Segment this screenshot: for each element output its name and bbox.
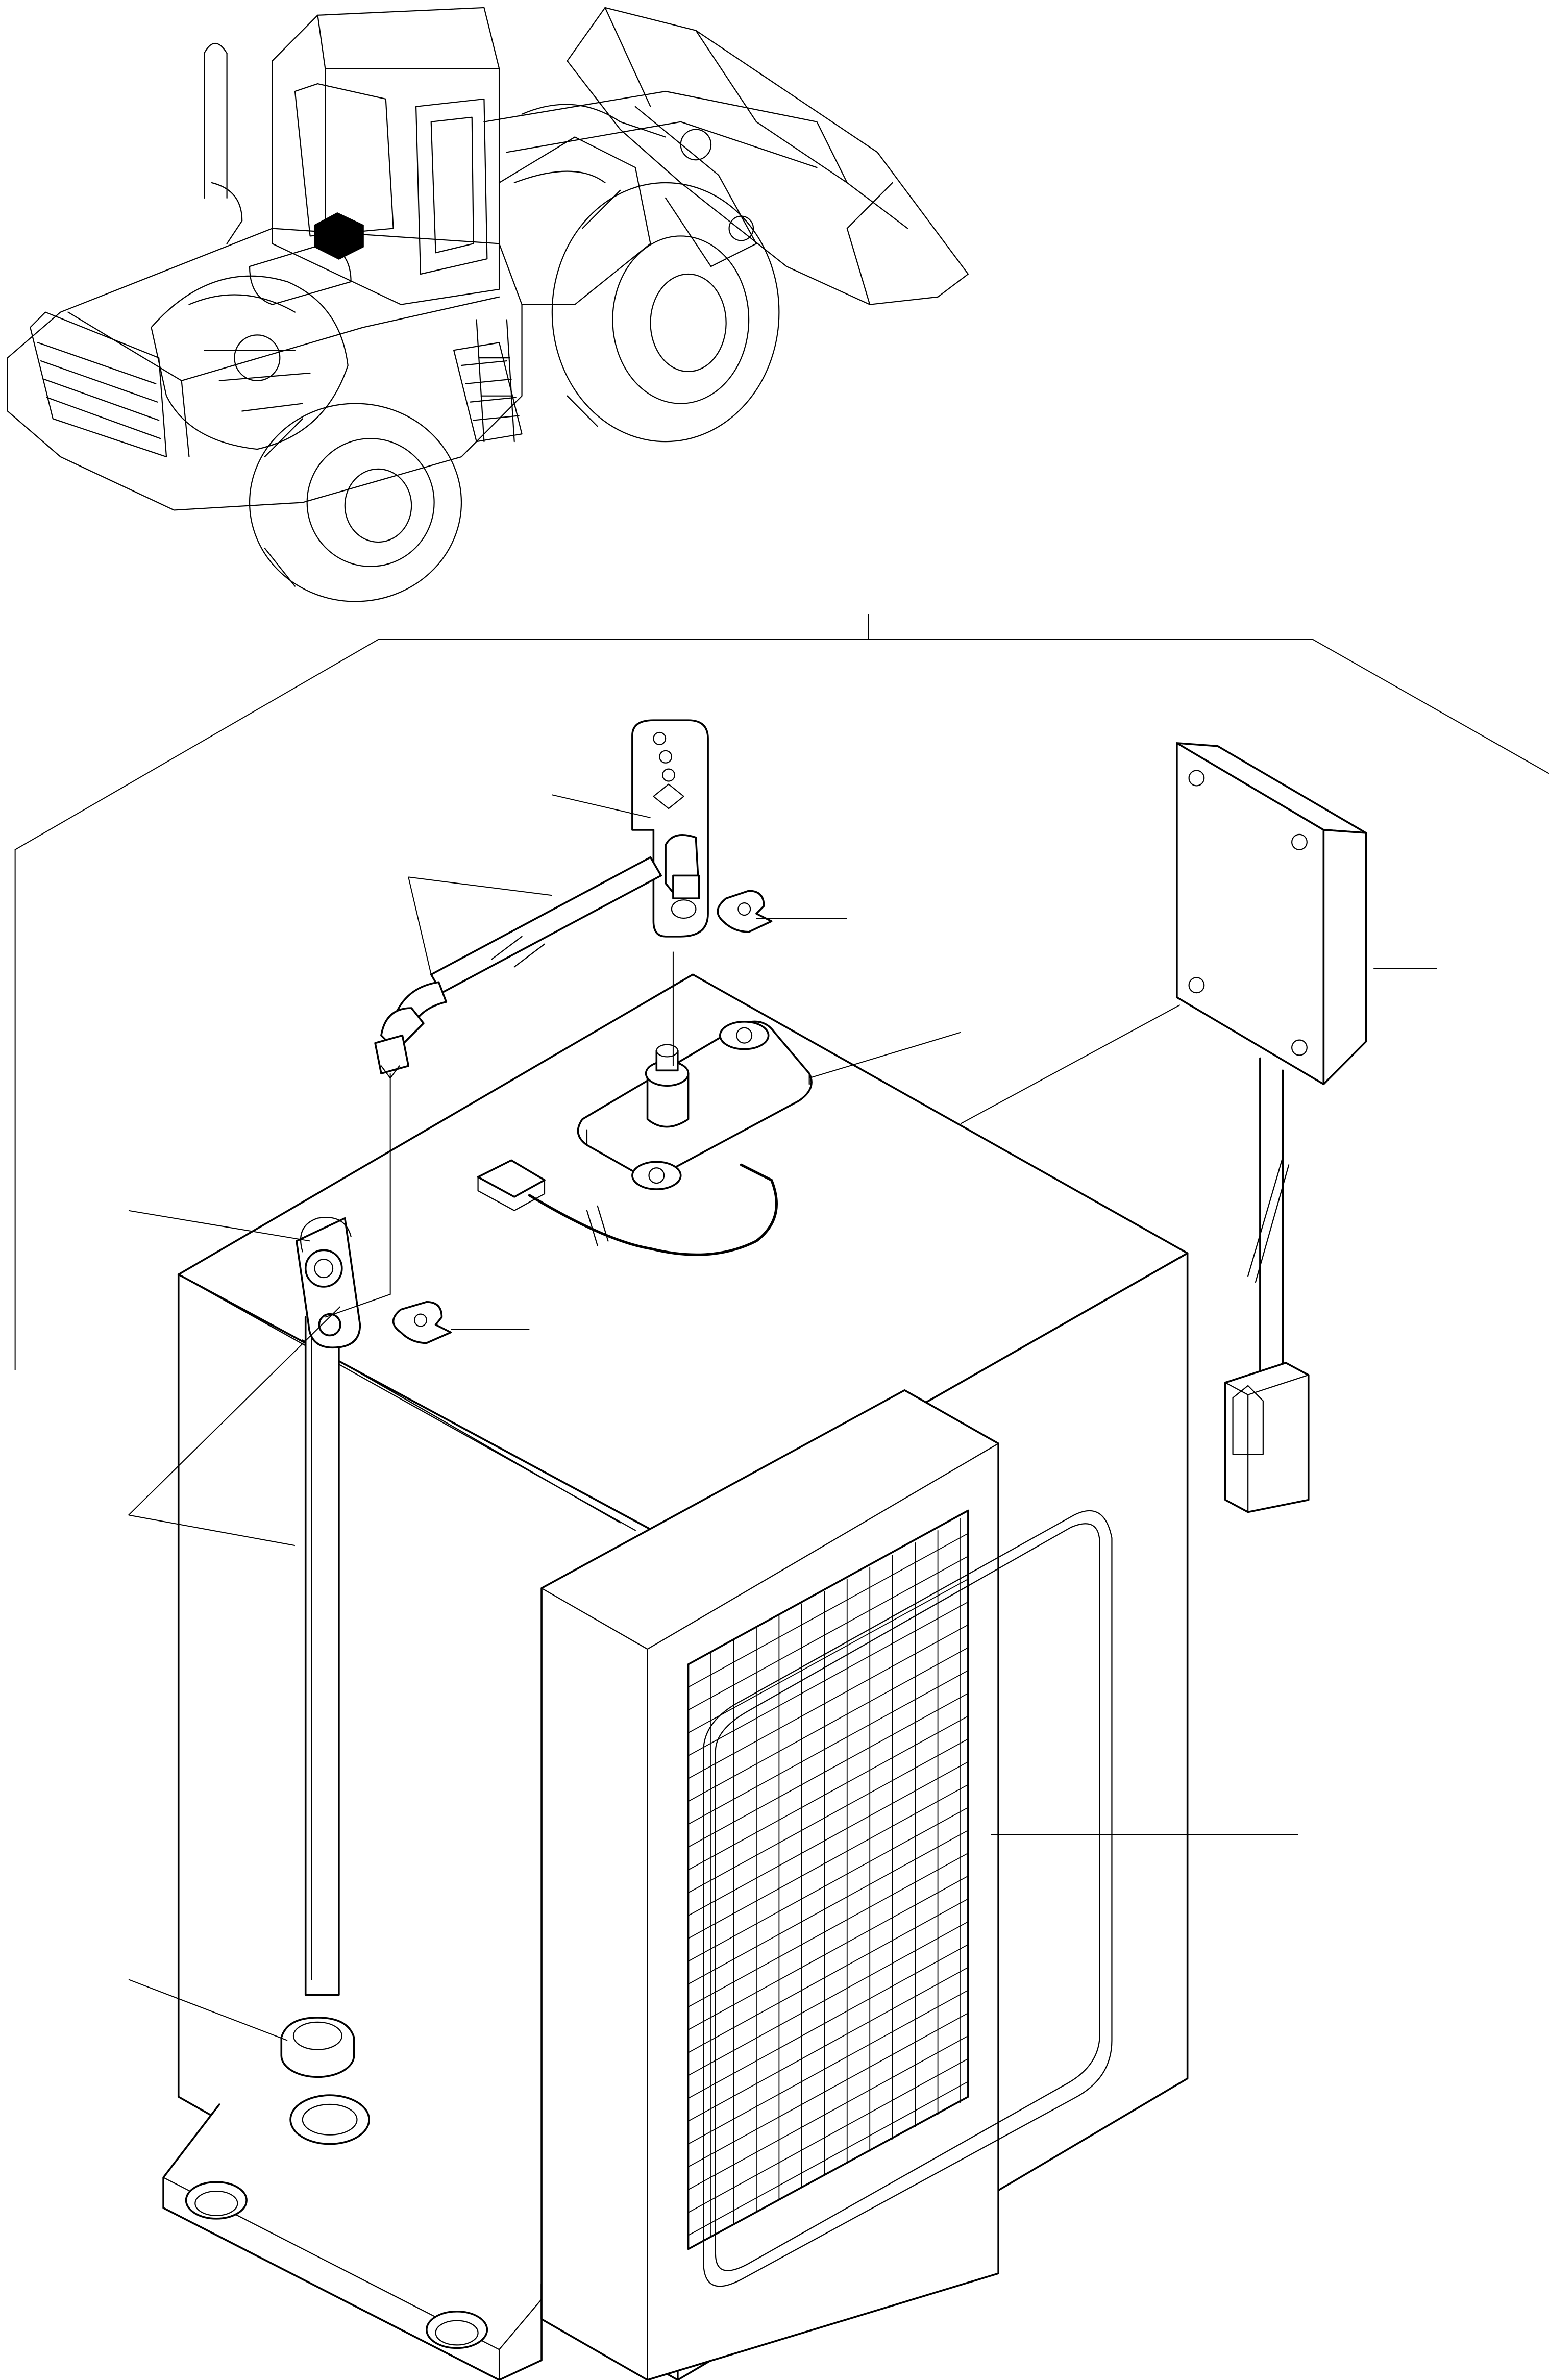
mounting-foot xyxy=(163,2104,542,2380)
strainer-mesh xyxy=(689,1518,968,2237)
clip-lower xyxy=(394,1302,451,1343)
level-gauge-tube xyxy=(297,1217,360,1995)
level-sensor xyxy=(478,1021,812,1255)
strainer-element xyxy=(542,1390,1112,2380)
wheel-loader-overview xyxy=(8,8,968,602)
location-marker xyxy=(314,213,363,259)
grommet xyxy=(281,2018,354,2077)
hydraulic-tank-assembly xyxy=(15,614,1549,2380)
callout-leaders xyxy=(129,795,1437,2040)
o-ring xyxy=(290,2095,369,2144)
breather-bracket xyxy=(632,720,708,937)
clip-upper xyxy=(718,891,771,932)
controller-module xyxy=(1177,743,1366,1512)
